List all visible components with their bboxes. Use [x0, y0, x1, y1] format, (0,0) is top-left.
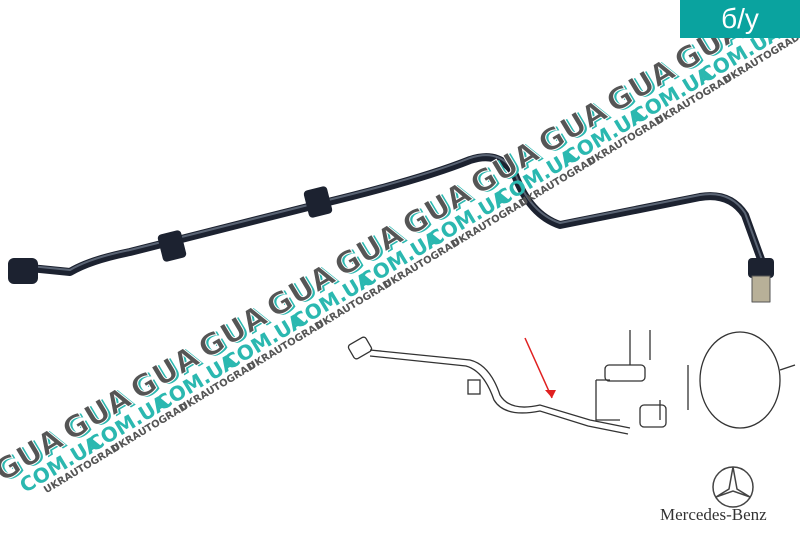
brand-name: Mercedes-Benz [660, 505, 767, 524]
condition-badge: б/у [680, 0, 800, 38]
parts-diagram [347, 330, 796, 435]
brake-vacuum-pipe [8, 153, 774, 303]
pipe-connector-left [8, 258, 38, 284]
pipe-clip [157, 230, 187, 262]
indicator-arrow [524, 337, 553, 399]
mercedes-logo [712, 466, 754, 508]
pipe-fitting-thread [751, 275, 771, 303]
pipe-connector-right [748, 258, 774, 278]
pipe-clip [303, 186, 333, 218]
